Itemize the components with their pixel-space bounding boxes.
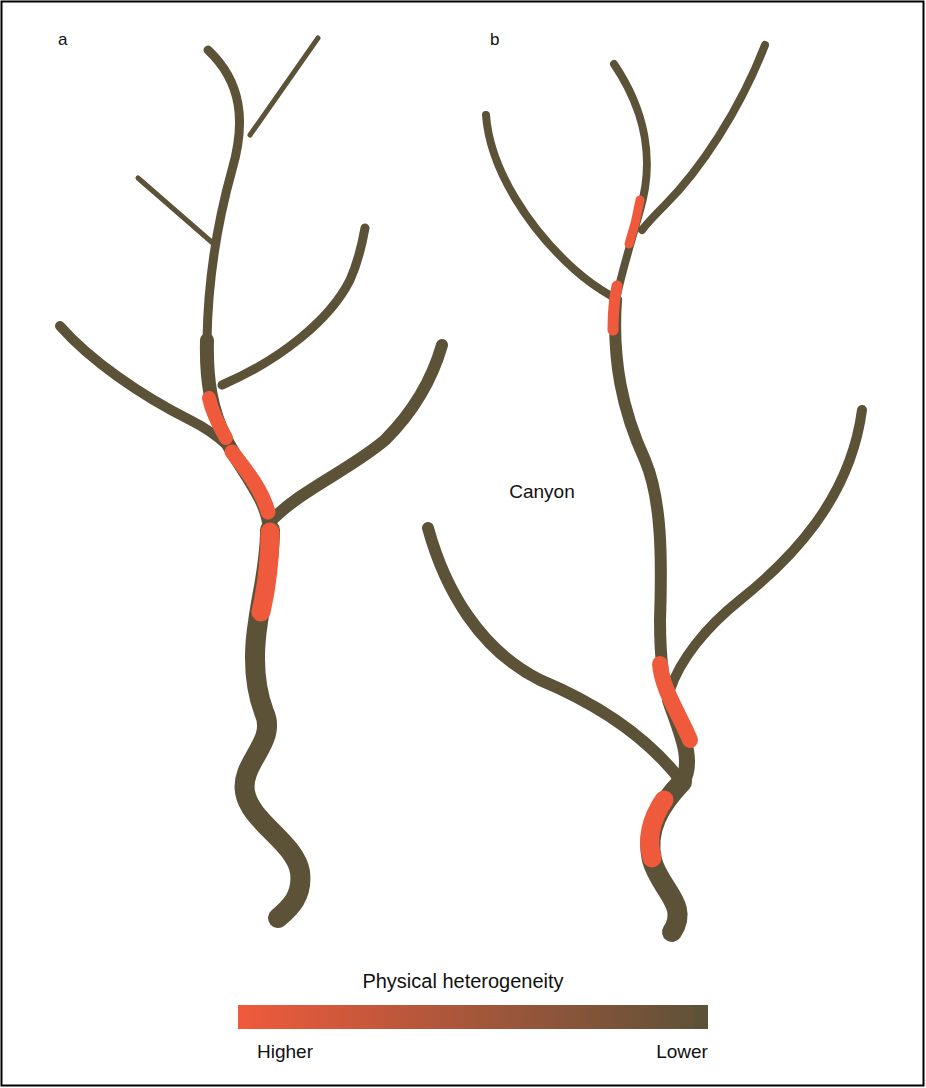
river-network-b: [428, 45, 862, 932]
river-network-a: [60, 38, 442, 918]
region-label: Canyon: [509, 481, 575, 503]
heterogeneity-highlights: [209, 200, 690, 858]
legend-title: Physical heterogeneity: [362, 970, 563, 993]
legend-label: Lower: [656, 1041, 708, 1063]
legend-swatch: [238, 1005, 252, 1029]
legend-swatch: [694, 1005, 708, 1029]
gradient-bar: [238, 1005, 708, 1029]
legend-label: Higher: [257, 1041, 313, 1063]
legend-gradient: [238, 1005, 708, 1029]
panel-letter: b: [490, 30, 499, 50]
panel-letter: a: [58, 30, 67, 50]
